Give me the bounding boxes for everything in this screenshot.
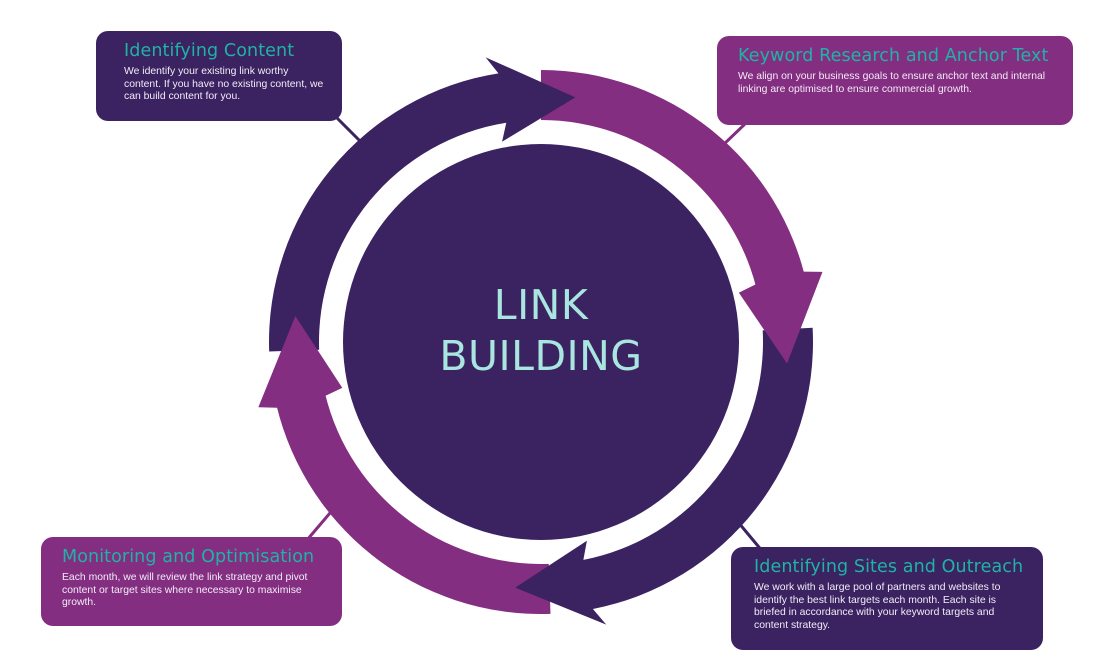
step-title: Identifying Sites and Outreach — [754, 557, 1024, 577]
step-card-identifying-sites: Identifying Sites and Outreach We work w… — [731, 547, 1043, 650]
center-label-line-2: BUILDING — [439, 332, 643, 380]
cycle-arrows — [258, 57, 823, 625]
connector-line-monitoring — [305, 512, 332, 541]
center-label-line-1: LINK — [493, 281, 589, 329]
step-description: We identify your existing link worthy co… — [124, 66, 324, 103]
step-title: Monitoring and Optimisation — [62, 547, 315, 567]
connector-line-identifying-content — [334, 115, 364, 145]
center-label: LINK BUILDING — [341, 280, 741, 382]
arrow-to-keyword-research-head — [738, 271, 823, 364]
connector-line-keyword-research — [720, 121, 748, 148]
step-title: Identifying Content — [124, 41, 295, 61]
step-title: Keyword Research and Anchor Text — [738, 46, 1049, 66]
step-description: We align on your business goals to ensur… — [738, 71, 1046, 95]
step-card-monitoring: Monitoring and Optimisation Each month, … — [41, 537, 342, 626]
step-description: Each month, we will review the link stra… — [62, 572, 308, 609]
arrow-to-identifying-content — [269, 57, 576, 352]
arrow-to-monitoring-head — [258, 316, 343, 408]
step-description: We work with a large pool of partners an… — [754, 582, 1001, 631]
step-card-keyword-research: Keyword Research and Anchor Text We alig… — [717, 36, 1073, 125]
center-hub-circle — [343, 144, 739, 540]
step-card-identifying-content: Identifying Content We identify your exi… — [96, 31, 342, 121]
